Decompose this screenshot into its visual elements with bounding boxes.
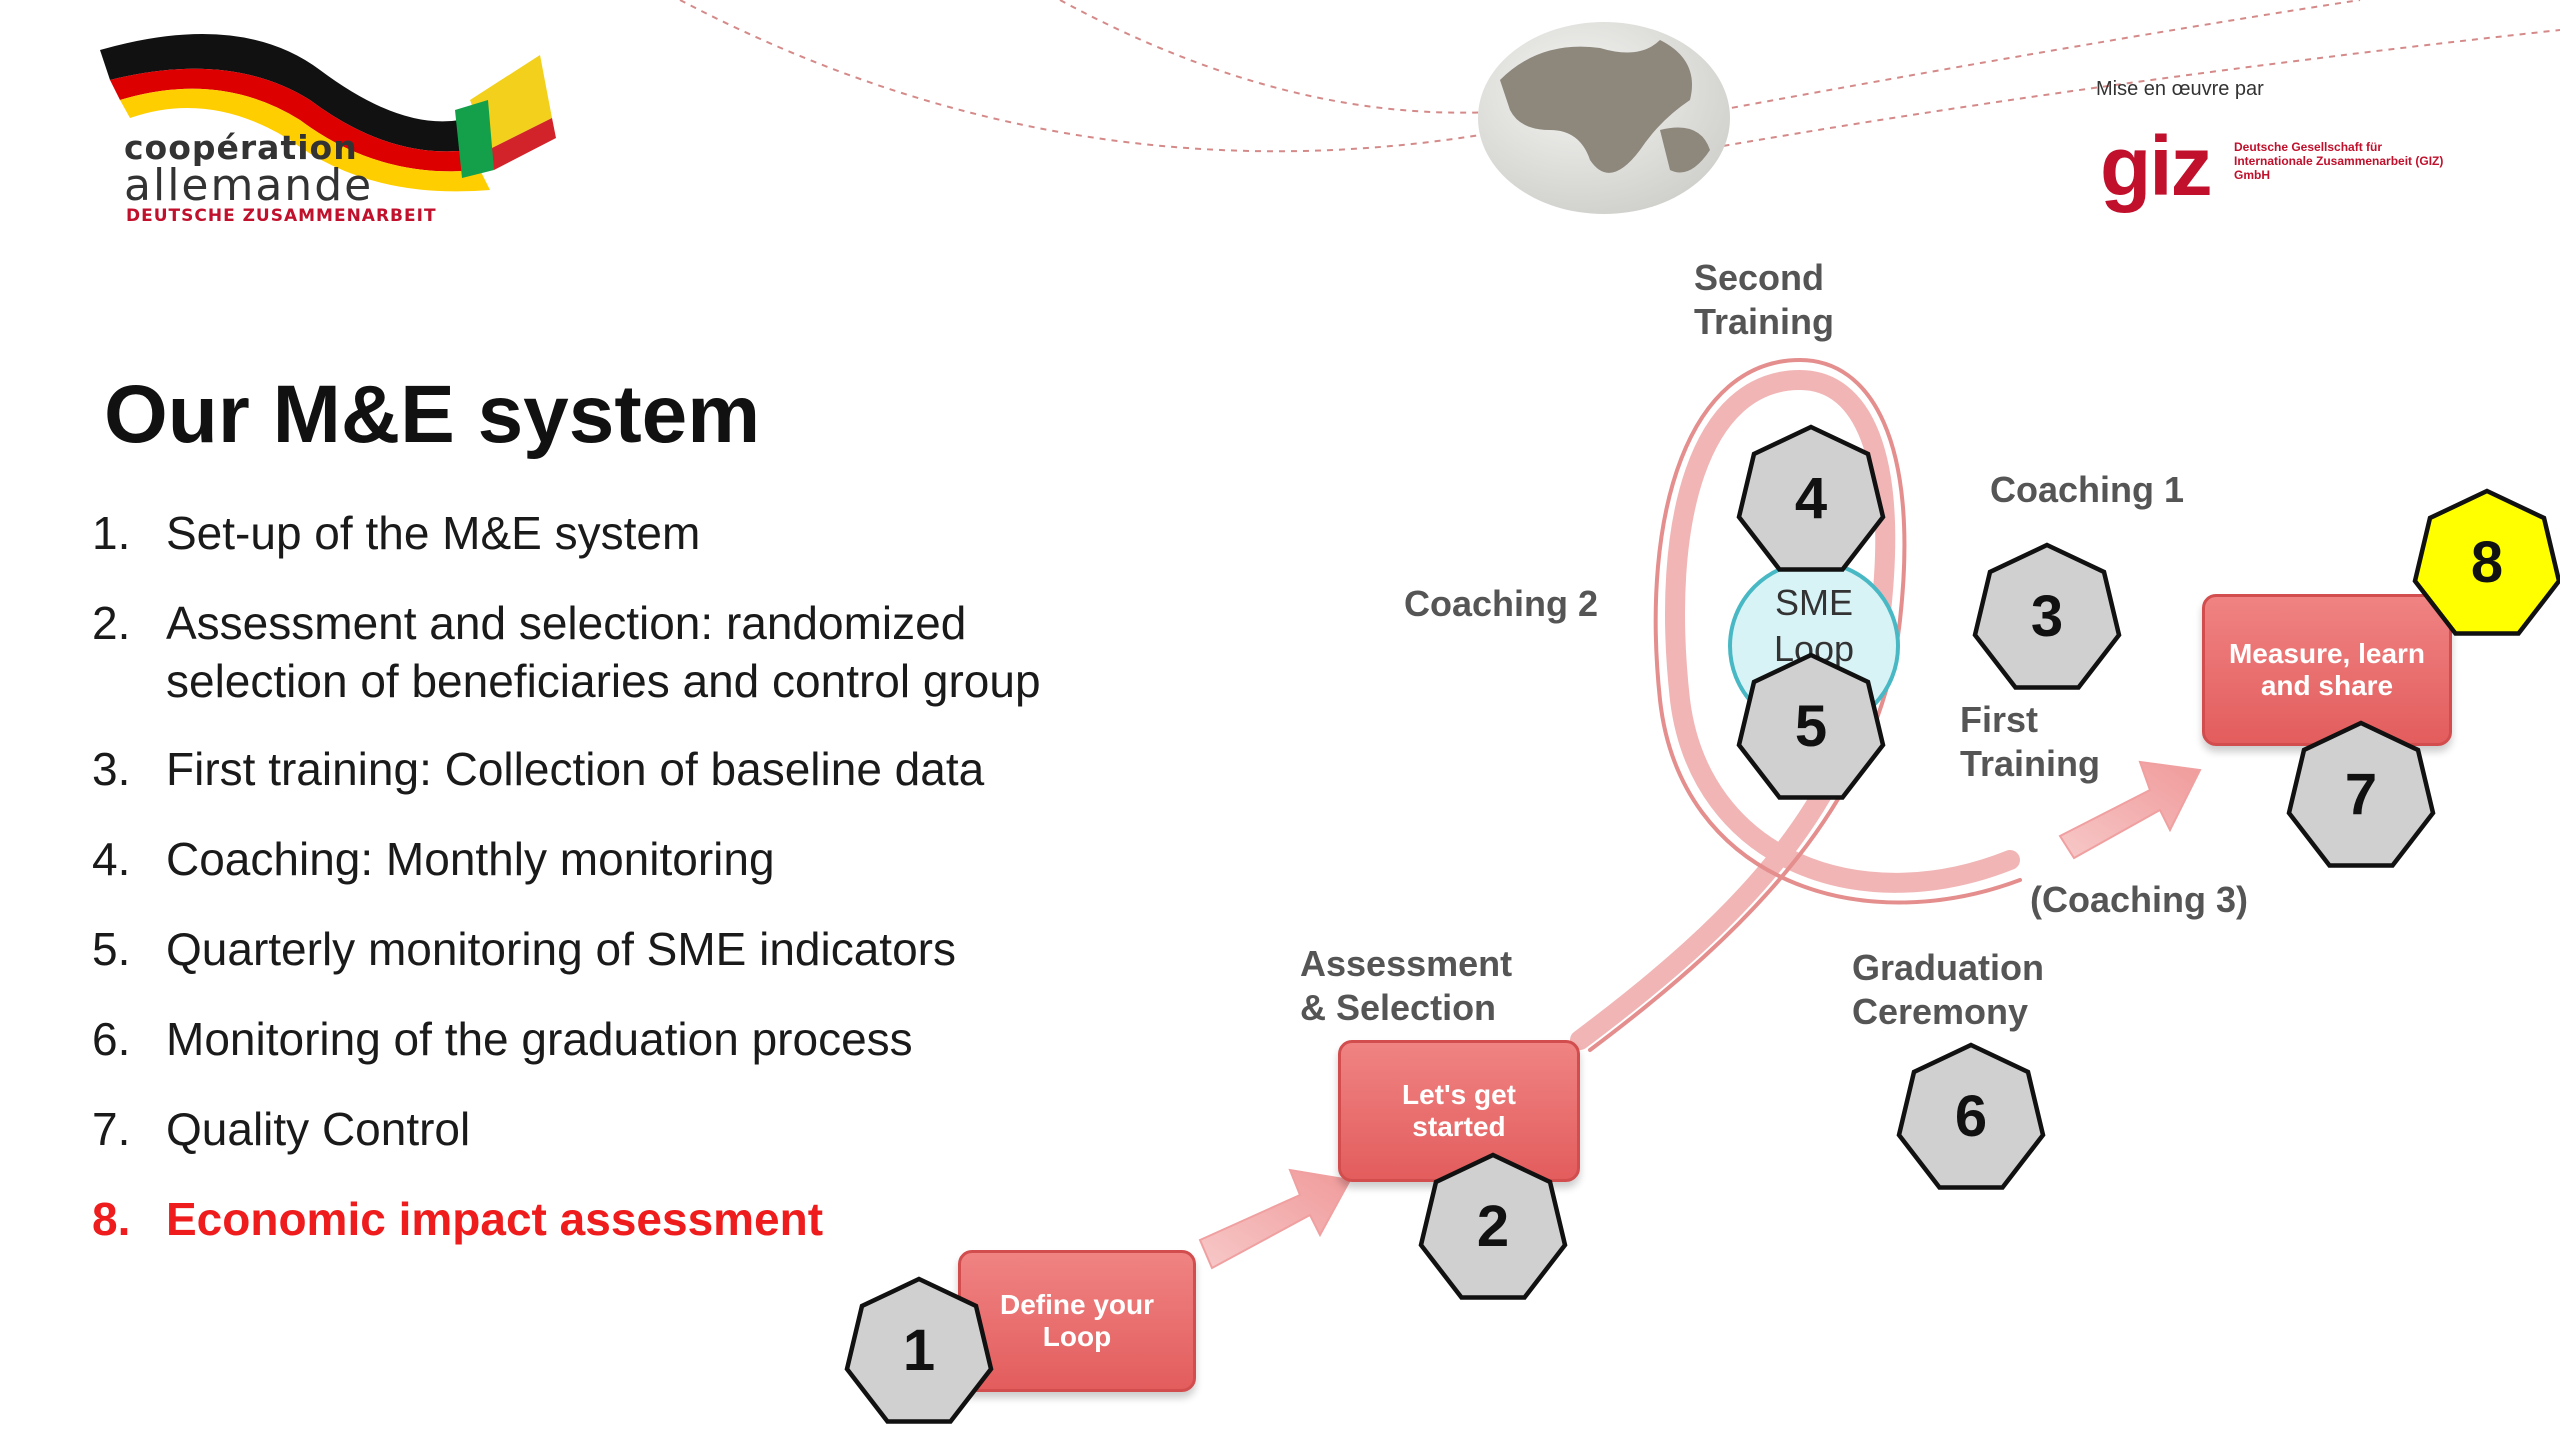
list-item-number: 4.: [92, 833, 131, 885]
list-item-text: Quarterly monitoring of SME indicators: [166, 923, 956, 975]
flag-ribbon-icon: [100, 34, 556, 192]
cooperation-logo-line1: coopération: [124, 128, 358, 167]
stage-arrows: [1198, 760, 2202, 1270]
list-item-text: Coaching: Monthly monitoring: [166, 833, 775, 885]
list-item-text: Set-up of the M&E system: [166, 507, 701, 559]
step-badge-number: 6: [1954, 1084, 1988, 1149]
step-badge-number: 4: [1794, 466, 1828, 531]
step-badge-number: 8: [2470, 530, 2504, 595]
list-item-number: 3.: [92, 743, 131, 795]
step-badge-3: 3: [1972, 542, 2122, 692]
cooperation-logo-line2: allemande: [124, 160, 374, 211]
list-item-number: 7.: [92, 1103, 131, 1155]
list-item-number: 1.: [92, 507, 131, 559]
stage-box-started-label: Let's get started: [1401, 1079, 1516, 1142]
step-badge-1: 1: [844, 1276, 994, 1426]
list-item-text: First training: Collection of baseline d…: [166, 743, 985, 795]
label-coaching-3: (Coaching 3): [2030, 879, 2249, 920]
label-coaching-2: Coaching 2: [1404, 583, 1599, 624]
globe-icon: [1478, 22, 1730, 214]
list-item-text: Quality Control: [166, 1103, 471, 1155]
step-badge-7: 7: [2286, 720, 2436, 870]
giz-logo: giz: [2100, 119, 2213, 213]
list-item-number: 2.: [92, 597, 131, 649]
orbit-arcs: [679, 0, 2560, 153]
arrow-define-to-started: [1198, 1168, 1352, 1270]
page-title: Our M&E system: [104, 369, 761, 460]
mise-en-oeuvre-text: Mise en œuvre par: [2096, 78, 2264, 100]
list-item-text: Monitoring of the graduation process: [166, 1013, 913, 1065]
step-badge-8-highlight: 8: [2412, 488, 2560, 638]
step-badge-6: 6: [1896, 1042, 2046, 1192]
cooperation-logo-line3: DEUTSCHE ZUSAMMENARBEIT: [126, 206, 437, 226]
list-item-text: Economic impact assessment: [166, 1193, 824, 1245]
ribbon-loop: [1570, 357, 2022, 1052]
list-item-number: 6.: [92, 1013, 131, 1065]
label-assessment-selection: Assessment & Selection: [1300, 943, 1513, 1028]
step-badge-number: 7: [2344, 762, 2378, 827]
label-first-training: First Training: [1960, 699, 2101, 784]
list-item-number: 5.: [92, 923, 131, 975]
label-coaching-1: Coaching 1: [1990, 469, 2185, 510]
step-badge-number: 1: [902, 1318, 936, 1383]
arrow-coaching3-to-measure: [2058, 760, 2202, 860]
sme-loop-label: SME Loop: [1773, 582, 1855, 669]
stage-box-measure-learn-share: Measure, learn and share: [2202, 594, 2452, 746]
label-graduation-ceremony: Graduation Ceremony: [1852, 947, 2045, 1032]
step-badge-2: 2: [1418, 1152, 1568, 1302]
step-badge-4: 4: [1736, 424, 1886, 574]
label-second-training: Second Training: [1694, 257, 1835, 342]
step-badge-number: 2: [1476, 1194, 1510, 1259]
stage-box-measure-label: Measure, learn and share: [2228, 638, 2426, 701]
step-badge-5: 5: [1736, 652, 1886, 802]
step-badge-number: 3: [2030, 584, 2064, 649]
stage-box-define-loop: Define your Loop: [958, 1250, 1196, 1392]
list-item-text: Assessment and selection: randomized sel…: [166, 597, 1041, 707]
step-badge-number: 5: [1794, 694, 1828, 759]
giz-subtitle: Deutsche Gesellschaft für Internationale…: [2234, 140, 2444, 182]
stage-box-define-label: Define your Loop: [999, 1289, 1155, 1352]
list-item-number: 8.: [92, 1193, 131, 1245]
stage-box-lets-get-started: Let's get started: [1338, 1040, 1580, 1182]
